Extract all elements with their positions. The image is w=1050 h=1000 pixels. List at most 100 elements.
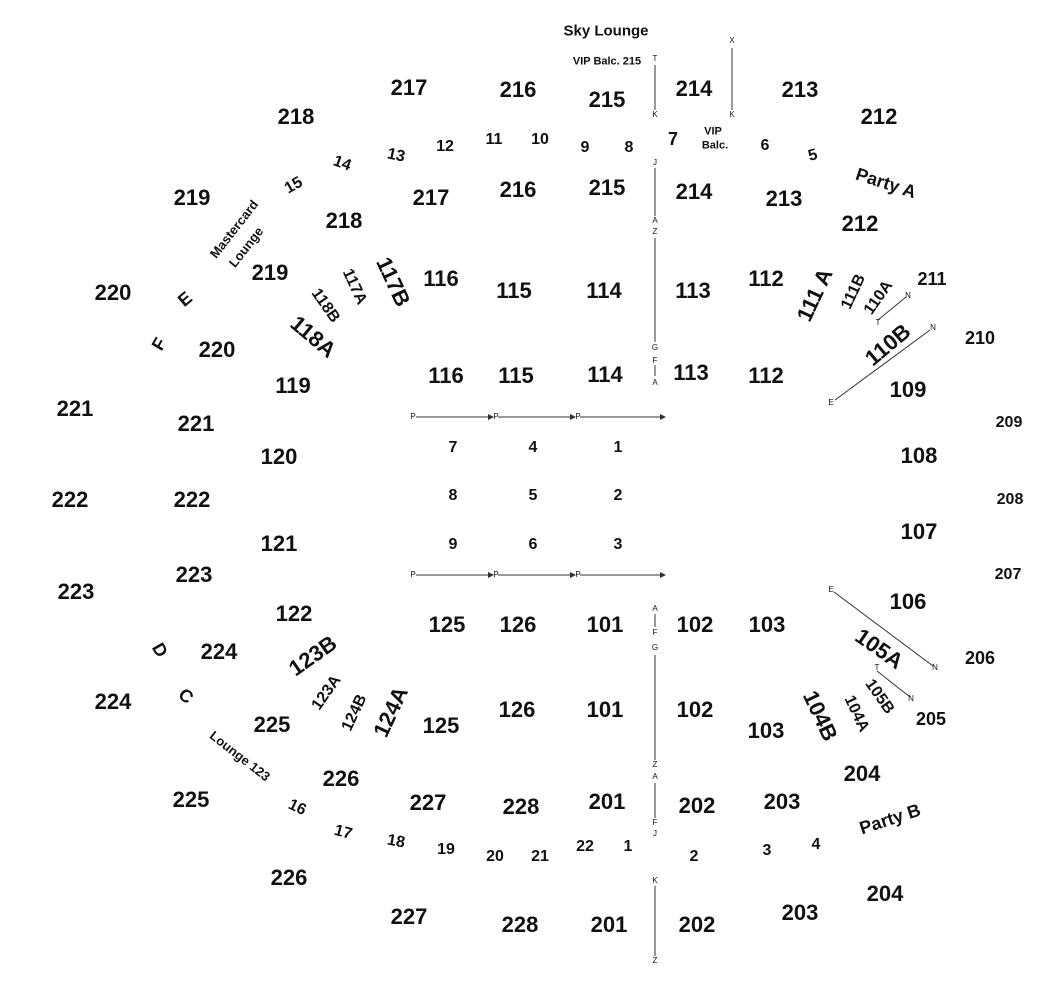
section-221-inner[interactable]: 221 <box>177 411 215 436</box>
suite-1[interactable]: 1 <box>623 838 633 855</box>
section-102-front[interactable]: 102 <box>676 612 714 637</box>
section-212-inner[interactable]: 212 <box>841 211 879 236</box>
section-126-front[interactable]: 126 <box>499 612 537 637</box>
section-225-upper[interactable]: 225 <box>172 787 210 812</box>
section-119[interactable]: 119 <box>275 373 311 398</box>
floor-7[interactable]: 7 <box>448 439 458 456</box>
section-222-inner[interactable]: 222 <box>173 487 211 512</box>
suite-20[interactable]: 20 <box>486 848 504 865</box>
section-125-front[interactable]: 125 <box>428 612 466 637</box>
section-215-upper[interactable]: 215 <box>588 87 626 112</box>
section-220-inner[interactable]: 220 <box>198 337 236 362</box>
section-205[interactable]: 205 <box>915 709 947 729</box>
section-116-lower[interactable]: 116 <box>423 266 459 291</box>
floor-5[interactable]: 5 <box>528 487 538 504</box>
section-202-upper[interactable]: 202 <box>678 912 716 937</box>
section-116-front[interactable]: 116 <box>428 363 464 388</box>
section-210[interactable]: 210 <box>964 328 996 348</box>
section-219-inner[interactable]: 219 <box>251 260 289 285</box>
section-207[interactable]: 207 <box>994 566 1022 583</box>
section-223-upper[interactable]: 223 <box>57 579 95 604</box>
section-212-upper[interactable]: 212 <box>860 104 898 129</box>
section-101-front[interactable]: 101 <box>586 612 624 637</box>
section-203-inner[interactable]: 203 <box>763 789 801 814</box>
suite-8[interactable]: 8 <box>624 139 634 156</box>
section-224-upper[interactable]: 224 <box>94 689 132 714</box>
section-227-upper[interactable]: 227 <box>390 904 428 929</box>
suite-21[interactable]: 21 <box>531 848 549 865</box>
suite-19[interactable]: 19 <box>437 841 455 858</box>
section-121[interactable]: 121 <box>260 531 298 556</box>
section-101-back[interactable]: 101 <box>586 697 624 722</box>
section-125-back[interactable]: 125 <box>422 713 460 738</box>
section-213-inner[interactable]: 213 <box>765 186 803 211</box>
section-201-inner[interactable]: 201 <box>588 789 626 814</box>
section-109[interactable]: 109 <box>889 377 927 402</box>
section-215-inner[interactable]: 215 <box>588 175 626 200</box>
section-221-upper[interactable]: 221 <box>56 396 94 421</box>
section-106[interactable]: 106 <box>889 589 927 614</box>
floor-2[interactable]: 2 <box>613 487 623 504</box>
section-218-inner[interactable]: 218 <box>325 208 363 233</box>
section-114-lower[interactable]: 114 <box>586 278 622 303</box>
suite-12[interactable]: 12 <box>436 138 454 155</box>
section-226-upper[interactable]: 226 <box>270 865 308 890</box>
suite-6[interactable]: 6 <box>760 137 770 154</box>
section-222-upper[interactable]: 222 <box>51 487 89 512</box>
section-202-inner[interactable]: 202 <box>678 793 716 818</box>
section-206[interactable]: 206 <box>964 648 996 668</box>
section-225-inner[interactable]: 225 <box>253 712 291 737</box>
section-217-inner[interactable]: 217 <box>412 185 450 210</box>
section-113-front[interactable]: 113 <box>673 360 709 385</box>
section-203-upper[interactable]: 203 <box>781 900 819 925</box>
section-112-front[interactable]: 112 <box>748 363 784 388</box>
suite-7[interactable]: 7 <box>667 129 679 149</box>
floor-3[interactable]: 3 <box>613 536 623 553</box>
section-226-inner[interactable]: 226 <box>322 766 360 791</box>
section-208[interactable]: 208 <box>996 491 1024 508</box>
section-218-upper[interactable]: 218 <box>277 104 315 129</box>
suite-3[interactable]: 3 <box>762 842 772 859</box>
section-107[interactable]: 107 <box>900 519 938 544</box>
floor-6[interactable]: 6 <box>528 536 538 553</box>
section-228-inner[interactable]: 228 <box>502 794 540 819</box>
section-112-lower[interactable]: 112 <box>748 266 784 291</box>
suite-9[interactable]: 9 <box>580 139 590 156</box>
section-113-lower[interactable]: 113 <box>675 278 711 303</box>
floor-9[interactable]: 9 <box>448 536 458 553</box>
section-214-upper[interactable]: 214 <box>675 76 713 101</box>
section-102-back[interactable]: 102 <box>676 697 714 722</box>
floor-4[interactable]: 4 <box>528 439 538 456</box>
suite-2[interactable]: 2 <box>689 848 699 865</box>
section-108[interactable]: 108 <box>900 443 938 468</box>
section-122[interactable]: 122 <box>275 601 313 626</box>
section-216-inner[interactable]: 216 <box>499 177 537 202</box>
floor-8[interactable]: 8 <box>448 487 458 504</box>
section-115-lower[interactable]: 115 <box>496 278 532 303</box>
section-216-upper[interactable]: 216 <box>499 77 537 102</box>
section-223-inner[interactable]: 223 <box>175 562 213 587</box>
section-211[interactable]: 211 <box>917 269 947 289</box>
section-103-front[interactable]: 103 <box>748 612 786 637</box>
section-126-back[interactable]: 126 <box>498 697 536 722</box>
section-120[interactable]: 120 <box>260 444 298 469</box>
suite-11[interactable]: 11 <box>485 131 503 148</box>
section-227-inner[interactable]: 227 <box>409 790 447 815</box>
section-217-upper[interactable]: 217 <box>390 75 428 100</box>
section-115-front[interactable]: 115 <box>498 363 534 388</box>
suite-22[interactable]: 22 <box>576 838 594 855</box>
section-204-upper[interactable]: 204 <box>866 881 904 906</box>
suite-18[interactable]: 18 <box>385 831 407 852</box>
section-224-inner[interactable]: 224 <box>200 639 238 664</box>
suite-4[interactable]: 4 <box>811 836 821 853</box>
section-220-upper[interactable]: 220 <box>94 280 132 305</box>
section-219-upper[interactable]: 219 <box>173 185 211 210</box>
section-214-inner[interactable]: 214 <box>675 179 713 204</box>
floor-1[interactable]: 1 <box>613 439 623 456</box>
section-103-back[interactable]: 103 <box>747 718 785 743</box>
section-209[interactable]: 209 <box>995 414 1023 431</box>
suite-10[interactable]: 10 <box>531 131 549 148</box>
section-204-inner[interactable]: 204 <box>843 761 881 786</box>
section-114-front[interactable]: 114 <box>587 362 623 387</box>
section-201-upper[interactable]: 201 <box>590 912 628 937</box>
